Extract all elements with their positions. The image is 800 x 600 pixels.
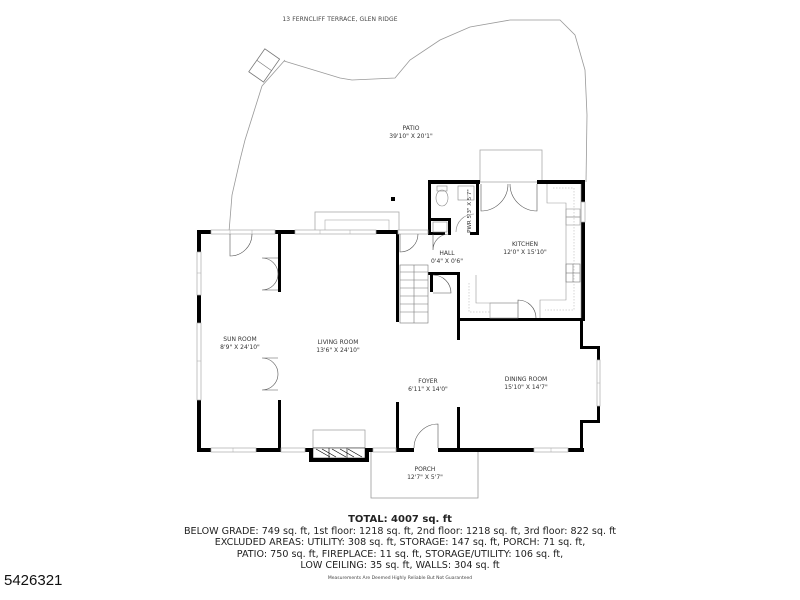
room-dims: 0'4" X 0'6" xyxy=(430,258,463,265)
room-dims: 13'6" X 24'10" xyxy=(316,347,360,354)
room-label-sun-room: SUN ROOM 8'9" X 24'10" xyxy=(205,336,275,352)
fireplace xyxy=(312,429,366,459)
room-name: PWR xyxy=(466,220,473,233)
patio-outline xyxy=(228,19,588,233)
summary-line-3: PATIO: 750 sq. ft, FIREPLACE: 11 sq. ft,… xyxy=(236,548,564,560)
property-address: 13 FERNCLIFF TERRACE, GLEN RIDGE xyxy=(282,16,398,23)
patio-post xyxy=(391,197,395,201)
room-name: SUN ROOM xyxy=(223,336,257,343)
room-label-hall: HALL 0'4" X 0'6" xyxy=(422,250,472,266)
room-name: LIVING ROOM xyxy=(317,339,359,346)
room-label-porch: PORCH 12'7" X 5'7" xyxy=(395,466,455,482)
room-dims: 39'10" X 20'1" xyxy=(389,133,433,140)
porch-outline xyxy=(370,452,479,499)
room-name: PATIO xyxy=(402,125,420,132)
area-summary: TOTAL: 4007 sq. ft BELOW GRADE: 749 sq. … xyxy=(150,514,650,582)
summary-line-1: BELOW GRADE: 749 sq. ft, 1st floor: 1218… xyxy=(183,525,617,537)
room-label-dining-room: DINING ROOM 15'10" X 14'7" xyxy=(488,376,564,392)
walls xyxy=(197,180,600,462)
room-name: HALL xyxy=(439,250,455,257)
doors xyxy=(229,183,538,449)
room-dims: 12'7" X 5'7" xyxy=(407,474,443,481)
kitchen-step xyxy=(479,149,543,183)
room-dims: 8'9" X 24'10" xyxy=(220,344,260,351)
room-label-patio: PATIO 39'10" X 20'1" xyxy=(376,125,446,141)
room-label-kitchen: KITCHEN 12'0" X 15'10" xyxy=(490,241,560,257)
room-dims: 6'11" X 14'0" xyxy=(408,386,448,393)
room-name: DINING ROOM xyxy=(504,376,548,383)
stairs xyxy=(399,264,429,324)
room-dims: 5'3" X 5'7" xyxy=(466,189,473,219)
rear-step xyxy=(314,211,400,233)
room-label-foyer: FOYER 6'11" X 14'0" xyxy=(401,378,455,394)
listing-id: 5426321 xyxy=(4,572,63,589)
summary-line-4: LOW CEILING: 35 sq. ft, WALLS: 304 sq. f… xyxy=(300,560,500,571)
bath-fixtures xyxy=(432,185,475,233)
room-dims: 15'10" X 14'7" xyxy=(504,384,548,391)
summary-line-2: EXCLUDED AREAS: UTILITY: 308 sq. ft, STO… xyxy=(214,537,586,548)
kitchen-counters xyxy=(475,184,582,319)
room-name: FOYER xyxy=(418,378,438,385)
planter-box xyxy=(248,48,281,83)
room-name: KITCHEN xyxy=(512,241,538,248)
room-label-pwr: PWR 5'3" X 5'7" xyxy=(467,189,473,233)
room-dims: 12'0" X 15'10" xyxy=(503,249,547,256)
disclaimer: Measurements Are Deemed Highly Reliable … xyxy=(327,575,473,581)
room-label-living-room: LIVING ROOM 13'6" X 24'10" xyxy=(300,339,376,355)
total-area: TOTAL: 4007 sq. ft xyxy=(348,514,452,525)
room-name: PORCH xyxy=(414,466,436,473)
